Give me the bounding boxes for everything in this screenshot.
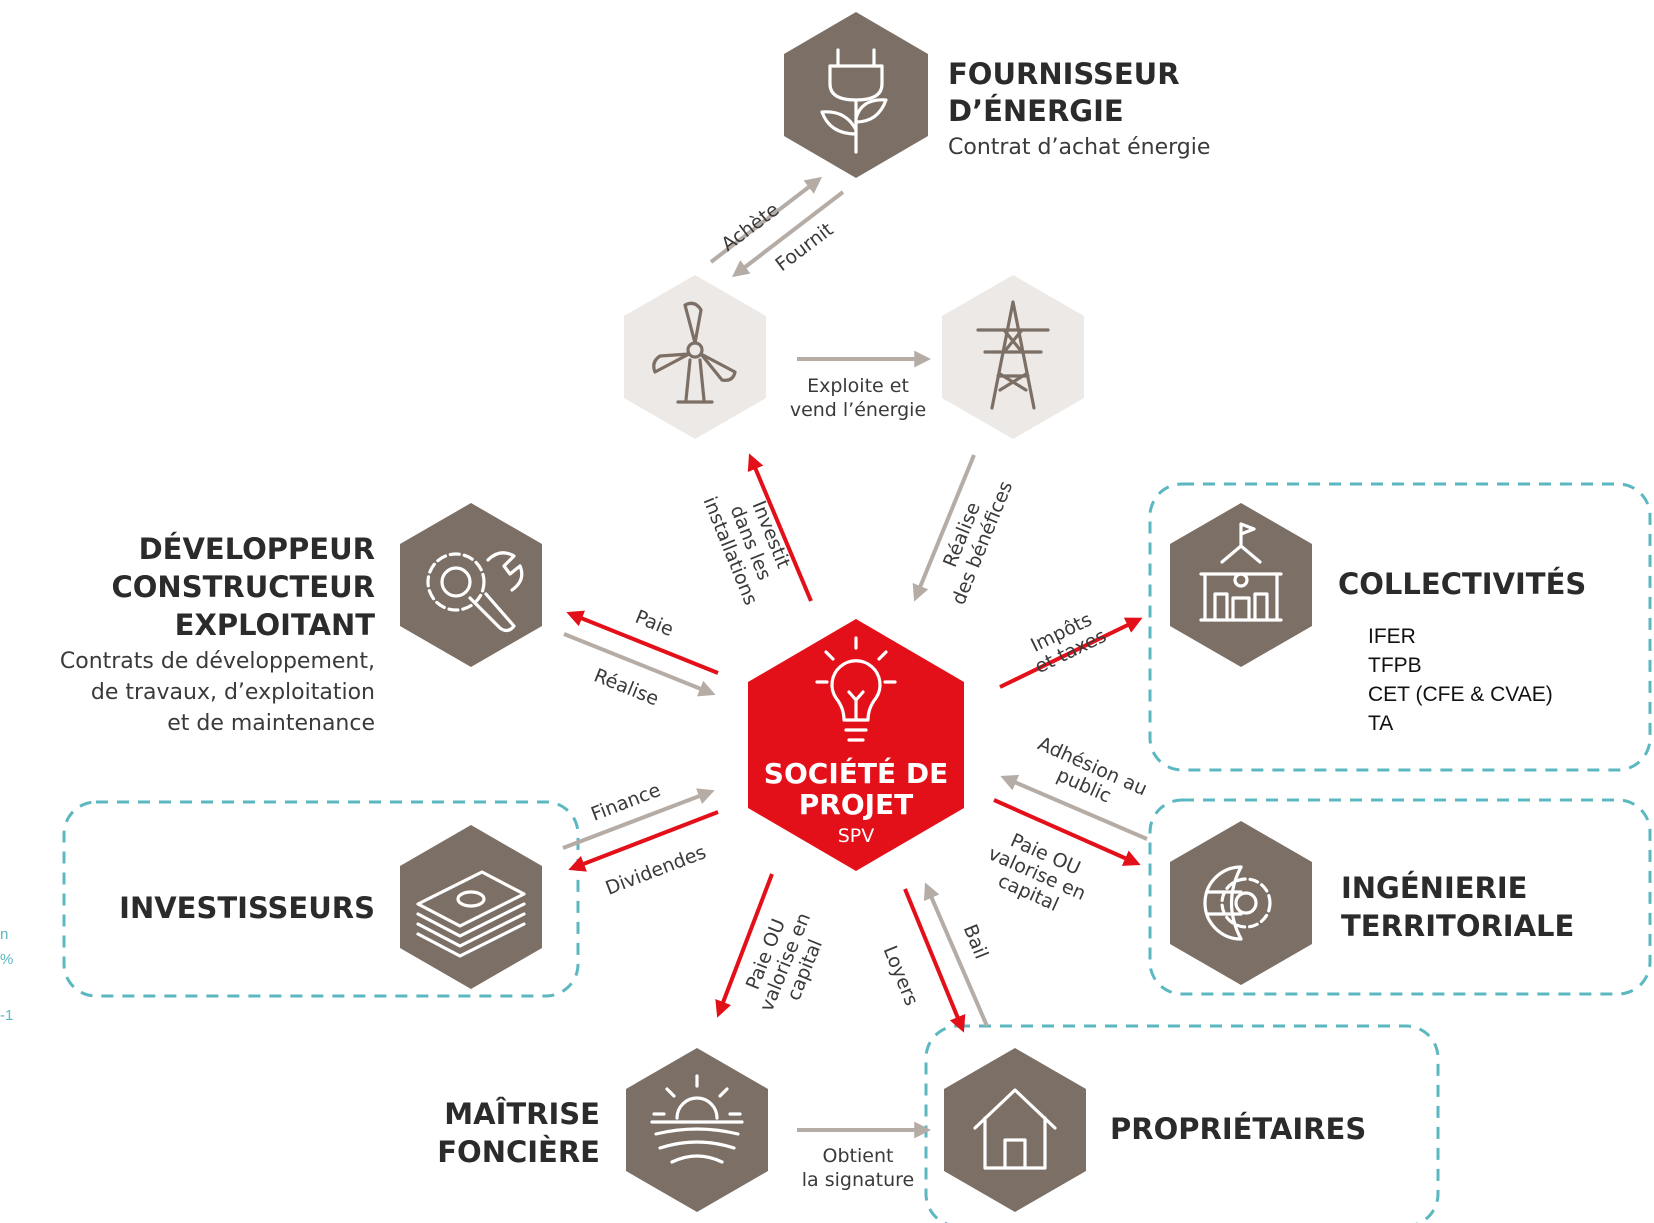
arrow-paie-ou — [993, 798, 1141, 866]
label-obtient-line1: Obtient — [823, 1145, 894, 1167]
tax-item-ta: TA — [1368, 712, 1393, 735]
fournisseur-title-line1: FOURNISSEUR — [948, 57, 1180, 91]
frame-investisseurs — [62, 800, 580, 998]
label-impots: Impôts et taxes — [1027, 608, 1110, 678]
fournisseur-title-line2: D’ÉNERGIE — [948, 94, 1124, 128]
node-center-spv: SOCIÉTÉ DE PROJET SPV — [748, 619, 964, 871]
arrow-investit — [747, 453, 813, 602]
ingenierie-title-line2: TERRITORIALE — [1341, 909, 1574, 943]
label-paie-ou-left: Paie OU valorise en capital — [742, 910, 827, 1015]
wind-turbine-icon — [652, 301, 737, 404]
proprietaires-title: PROPRIÉTAIRES — [1110, 1112, 1366, 1146]
label-investit: Investit dans les installations — [698, 494, 794, 609]
arrow-paie-ou-left — [715, 873, 774, 1018]
label-obtient-line2: la signature — [802, 1169, 914, 1191]
node-pylon — [942, 275, 1084, 439]
frame-ingenierie — [1148, 798, 1652, 996]
label-paie: Paie — [632, 606, 677, 641]
margin-fragments: n % -1 — [0, 926, 13, 1024]
hexagon-fournisseur — [784, 12, 928, 178]
hexagon-center — [748, 619, 964, 871]
label-adhesion: Adhésion au public — [1035, 733, 1151, 808]
node-wind-turbine — [624, 275, 766, 439]
money-stack-icon — [416, 870, 526, 958]
arrow-finance — [562, 788, 715, 850]
label-exploite-line2: vend l’énergie — [790, 399, 926, 421]
house-icon — [973, 1088, 1057, 1170]
tax-item-ifer: IFER — [1368, 625, 1416, 648]
arrow-adhesion — [1000, 774, 1148, 841]
sunrise-field-icon — [650, 1074, 744, 1164]
hexagon-pylon — [942, 275, 1084, 439]
tax-item-tfpb: TFPB — [1368, 654, 1422, 677]
arrow-realise-benefices — [912, 454, 976, 602]
node-collectivites: COLLECTIVITÉS IFER TFPB CET (CFE & CVAE)… — [1170, 503, 1586, 735]
lightbulb-icon — [815, 636, 897, 742]
arrow-impots — [999, 617, 1143, 689]
margin-fragment-minus-one: -1 — [0, 1007, 13, 1024]
arrow-achete — [709, 176, 823, 264]
arrow-paie — [566, 610, 719, 675]
plug-plant-icon — [820, 48, 888, 154]
tax-item-cet: CET (CFE & CVAE) — [1368, 683, 1553, 706]
label-exploite-line1: Exploite et — [807, 375, 909, 397]
frame-collectivites — [1148, 482, 1652, 772]
fournisseur-subtitle: Contrat d’achat énergie — [948, 135, 1210, 160]
margin-fragment-percent: % — [0, 951, 13, 968]
label-realise: Réalise — [591, 665, 662, 711]
arrow-loyers — [903, 888, 966, 1033]
developpeur-title-line3: EXPLOITANT — [175, 608, 376, 642]
label-bail: Bail — [959, 921, 993, 962]
collectivites-title: COLLECTIVITÉS — [1338, 567, 1586, 601]
developpeur-subtitle-line1: Contrats de développement, — [60, 649, 375, 674]
investisseurs-title: INVESTISSEURS — [119, 891, 375, 925]
developpeur-subtitle-line2: de travaux, d’exploitation — [91, 680, 375, 705]
node-investisseurs: INVESTISSEURS — [119, 825, 542, 989]
arrow-fournit — [731, 190, 845, 278]
node-fournisseur: FOURNISSEUR D’ÉNERGIE Contrat d’achat én… — [784, 12, 1210, 178]
node-ingenierie: INGÉNIERIE TERRITORIALE — [1170, 821, 1574, 985]
power-pylon-icon — [976, 300, 1050, 410]
node-maitrise: MAÎTRISE FONCIÈRE — [437, 1048, 768, 1212]
node-proprietaires: PROPRIÉTAIRES — [944, 1048, 1366, 1212]
maitrise-title-line2: FONCIÈRE — [437, 1135, 600, 1169]
ingenierie-title-line1: INGÉNIERIE — [1341, 871, 1527, 905]
label-fournit: Fournit — [771, 219, 837, 276]
developpeur-subtitle-line3: et de maintenance — [167, 711, 375, 736]
node-developpeur: DÉVELOPPEUR CONSTRUCTEUR EXPLOITANT Cont… — [60, 503, 542, 736]
center-subtitle: SPV — [838, 825, 875, 847]
label-loyers: Loyers — [879, 943, 923, 1009]
developpeur-title-line1: DÉVELOPPEUR — [139, 532, 375, 566]
arrows — [562, 176, 1148, 1139]
arrow-dividendes — [568, 810, 719, 872]
center-title-line2: PROJET — [799, 788, 914, 821]
hexagon-proprietaires — [944, 1048, 1086, 1212]
label-finance: Finance — [588, 779, 664, 826]
arrow-realise — [563, 632, 716, 697]
developpeur-title-line2: CONSTRUCTEUR — [111, 570, 375, 604]
margin-fragment-n: n — [0, 926, 8, 943]
maitrise-title-line1: MAÎTRISE — [444, 1097, 600, 1131]
center-title-line1: SOCIÉTÉ DE — [764, 756, 948, 790]
hexagon-ingenierie — [1170, 821, 1312, 985]
gear-wrench-icon — [426, 551, 524, 633]
town-hall-icon — [1199, 522, 1283, 622]
globe-gear-icon — [1203, 865, 1272, 941]
arrow-bail — [923, 882, 989, 1027]
